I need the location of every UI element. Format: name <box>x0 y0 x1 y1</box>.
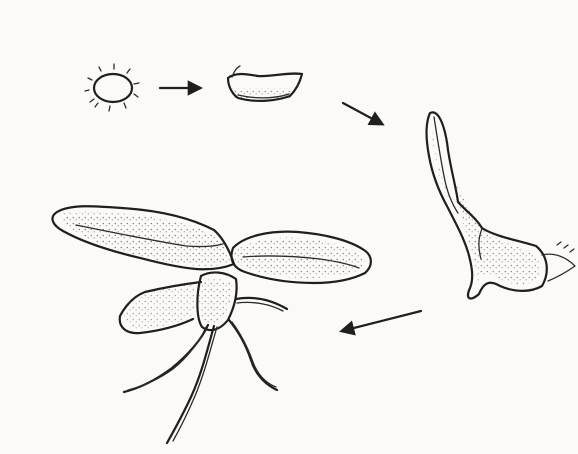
elongated-prothallus-rhizoid-hairs <box>557 242 574 252</box>
mature-gametophyte-stage <box>52 206 370 443</box>
spore-stage <box>85 64 139 111</box>
spore-outline <box>94 74 132 102</box>
elongated-prothallus-stage <box>427 112 576 298</box>
arrow-prothallus-to-elongated <box>343 103 382 124</box>
arrow-elongated-to-mature <box>342 311 421 331</box>
early-prothallus-stage <box>228 66 302 101</box>
